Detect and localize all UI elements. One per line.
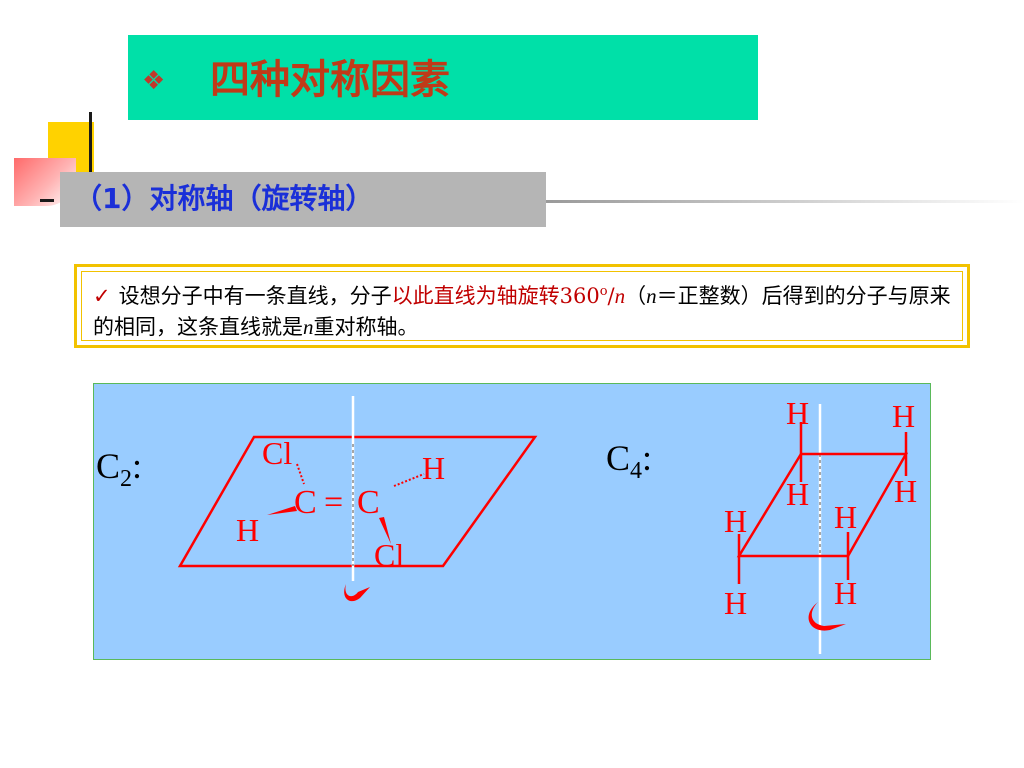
definition-part1: 设想分子中有一条直线，分子 — [118, 284, 392, 308]
definition-part3: ＝正整数）后得到的分子与原来的相同，这条直线就是 — [93, 284, 951, 339]
c4-atom-h5: H — [724, 503, 747, 539]
section-heading: （1）对称轴（旋转轴） — [74, 182, 374, 215]
c4-atom-h2: H — [892, 398, 915, 434]
c2-atom-cl-bottom: Cl — [374, 537, 404, 573]
decor-gradient-line — [546, 200, 1024, 203]
c2-rotation-arrow-icon — [344, 584, 370, 602]
diagram-panel: C2: Cl H C = C H Cl C4: H — [93, 383, 931, 660]
c4-atom-h7: H — [834, 575, 857, 611]
page-title: 四种对称因素 — [210, 57, 450, 103]
definition-n1: n — [614, 284, 626, 308]
c4-atom-h3: H — [894, 473, 917, 509]
c4-atom-h8: H — [724, 585, 747, 621]
definition-part4: 重对称轴。 — [313, 315, 419, 339]
c2-double-bond: = — [324, 484, 343, 521]
subtitle-bar — [60, 172, 546, 227]
definition-n2: n — [646, 284, 657, 308]
definition-box-inner-border — [81, 271, 963, 341]
title-bar — [128, 35, 758, 120]
diamond-bullet-icon: ❖ — [142, 66, 166, 96]
c2-atom-c-right: C — [357, 484, 380, 521]
c2-atom-h-right: H — [422, 450, 445, 486]
diagram-svg: C2: Cl H C = C H Cl C4: H — [96, 395, 917, 654]
definition-slash: / — [607, 284, 615, 308]
c2-bond-cl-bottom — [379, 517, 391, 544]
c4-atom-h6: H — [834, 499, 857, 535]
degree-mark: o — [599, 284, 608, 299]
definition-text: ✓设想分子中有一条直线，分子以此直线为轴旋转360o/n（n＝正整数）后得到的分… — [93, 276, 955, 343]
definition-highlight: 以此直线为轴旋转360 — [391, 284, 600, 308]
c4-molecular-plane — [736, 452, 909, 558]
c2-atom-c-left: C — [294, 484, 317, 521]
definition-n3: n — [303, 315, 314, 339]
c2-bond-h-left — [267, 506, 297, 515]
c2-atom-cl-top: Cl — [262, 435, 292, 471]
c2-bond-h-right — [393, 473, 425, 487]
c2-molecular-plane — [177, 435, 538, 568]
c4-atom-h4: H — [786, 476, 809, 512]
c4-atom-h1: H — [786, 395, 809, 431]
c4-label: C4: — [606, 438, 652, 484]
check-icon: ✓ — [93, 284, 111, 308]
definition-part2: （ — [625, 284, 647, 308]
c2-atom-h-left: H — [236, 512, 259, 548]
definition-box: ✓设想分子中有一条直线，分子以此直线为轴旋转360o/n（n＝正整数）后得到的分… — [74, 264, 970, 348]
decor-vertical-line — [89, 112, 92, 224]
decor-horizontal-line — [40, 199, 54, 202]
c2-bond-cl-top — [296, 463, 305, 485]
c2-label: C2: — [96, 446, 142, 492]
